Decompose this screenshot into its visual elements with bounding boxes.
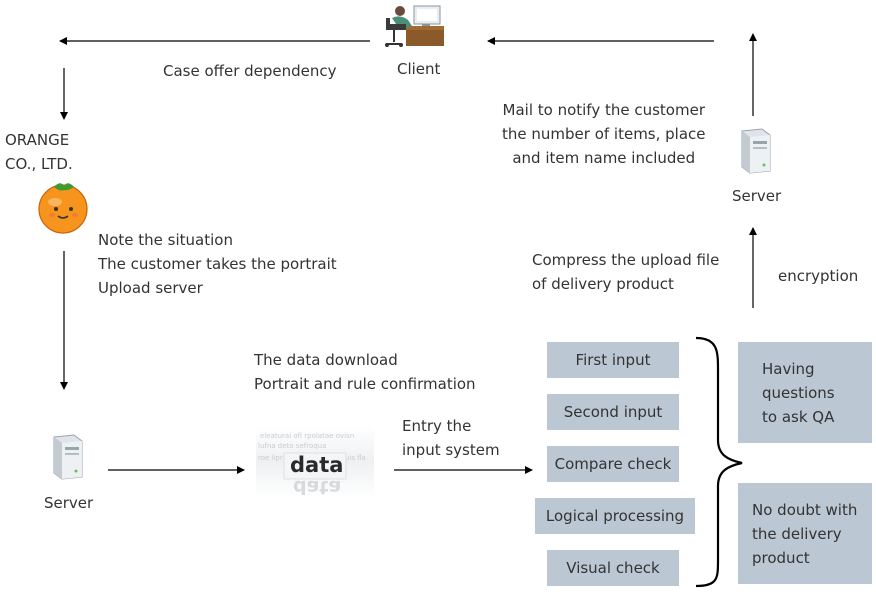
step-second-input: Second input [547,394,679,430]
svg-text:roe lipr: roe lipr [258,454,283,462]
mail-line-2: the number of items, place [502,125,706,143]
data-image-word: data [290,453,344,477]
company-name-line2: CO., LTD. [5,155,73,173]
outcome-questions-line-3: to ask QA [762,407,835,426]
outcome-no-doubt-line-2: the delivery [752,524,842,543]
compress-text: Compress the upload file of delivery pro… [532,248,719,296]
note-line-1: Note the situation [98,231,233,249]
download-line-1: The data download [254,351,398,369]
compress-line-2: of delivery product [532,275,674,293]
server-left-label: Server [44,494,94,512]
outcome-no-doubt-line-3: product [752,548,810,567]
svg-text:nuuis fla: nuuis fla [336,454,366,462]
download-line-2: Portrait and rule confirmation [254,375,476,393]
svg-text:lufna deto sefroqua: lufna deto sefroqua [258,442,326,450]
curly-brace [695,336,743,588]
note-line-3: Upload server [98,279,203,297]
step-visual-check: Visual check [547,550,679,586]
case-offer-label: Case offer dependency [163,62,337,80]
outcome-questions-box: Having questions to ask QA [738,342,872,443]
step-first-input: First input [547,342,679,378]
compress-line-1: Compress the upload file [532,251,720,269]
entry-line-2: input system [402,441,500,459]
server-left-icon [46,433,86,481]
server-right-label: Server [732,187,782,205]
entry-text: Entry the input system [402,414,500,462]
outcome-questions-line-1: Having [762,359,815,378]
step-compare-check: Compare check [547,446,679,482]
data-image-reflection: data [293,476,342,498]
svg-text:eleaturai ofi rpolatae ovisn: eleaturai ofi rpolatae ovisn [260,432,354,440]
download-text: The data download Portrait and rule conf… [254,348,476,396]
mail-line-3: and item name included [512,149,696,167]
note-line-2: The customer takes the portrait [98,255,337,273]
step-logical-processing: Logical processing [535,498,695,534]
server-right-icon [734,127,774,175]
data-image: eleaturai ofi rpolatae ovisn lufna deto … [256,426,374,498]
client-person-icon [380,2,446,48]
orange-logo-icon [34,178,92,234]
client-label: Client [397,60,441,78]
outcome-no-doubt-box: No doubt with the delivery product [738,483,872,584]
note-text: Note the situation The customer takes th… [98,228,337,300]
outcome-no-doubt-line-1: No doubt with [752,500,858,519]
outcome-questions-line-2: questions [762,383,835,402]
mail-line-1: Mail to notify the customer [502,101,705,119]
entry-line-1: Entry the [402,417,472,435]
company-name-line1: ORANGE [5,131,70,149]
encryption-label: encryption [778,267,859,285]
mail-text: Mail to notify the customer the number o… [502,98,706,170]
